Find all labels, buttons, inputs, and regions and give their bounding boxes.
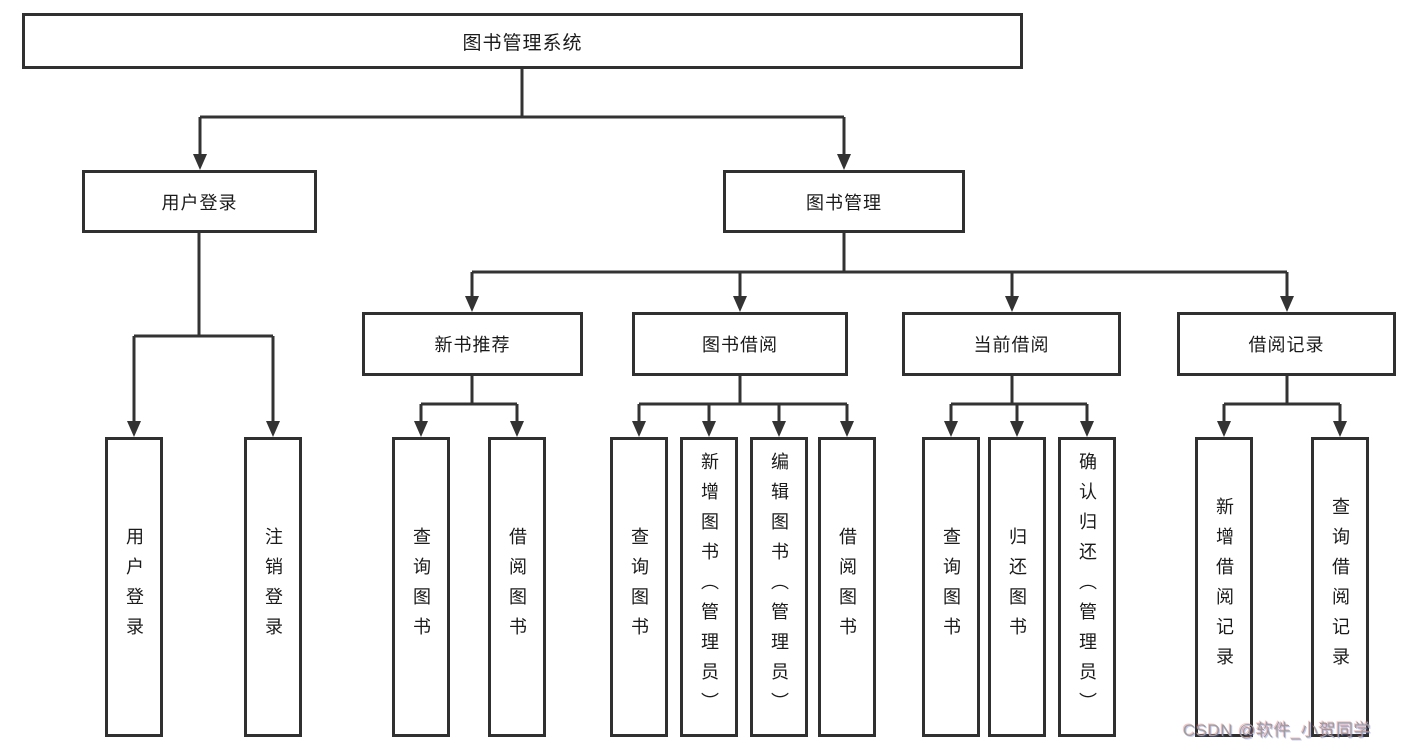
node-borrow-records: 借阅记录 (1177, 312, 1396, 376)
node-book-management: 图书管理 (723, 170, 965, 233)
arrowhead-icon (772, 421, 786, 437)
node-user-login: 用户登录 (82, 170, 317, 233)
node-label: 图书管理 (806, 192, 882, 213)
node-label: 图书管理系统 (462, 32, 583, 54)
leaf-query-borrow-record: 查询借阅记录 (1311, 437, 1369, 737)
node-label: 新增图书（管理员） (699, 452, 719, 722)
connector-user-login (132, 233, 275, 423)
arrowhead-icon (510, 421, 524, 437)
leaf-confirm-return-admin: 确认归还（管理员） (1058, 437, 1116, 737)
arrowhead-icon (1005, 296, 1019, 312)
connector-current-borrow (949, 376, 1089, 423)
node-label: 当前借阅 (973, 335, 1050, 355)
node-label: 查询图书 (941, 527, 961, 647)
arrowhead-icon (944, 421, 958, 437)
arrowhead-icon (702, 421, 716, 437)
node-label: 归还图书 (1007, 527, 1027, 647)
connector-book-management (470, 233, 1289, 298)
arrowhead-icon (465, 296, 479, 312)
arrowhead-icon (1280, 296, 1294, 312)
node-root-library-management-system: 图书管理系统 (22, 13, 1023, 69)
leaf-borrow-books-recommend: 借阅图书 (488, 437, 546, 737)
leaf-return-book: 归还图书 (988, 437, 1046, 737)
arrowhead-icon (733, 296, 747, 312)
arrowhead-icon (1333, 421, 1347, 437)
arrowhead-icon (837, 154, 851, 170)
leaf-add-book-admin: 新增图书（管理员） (680, 437, 738, 737)
arrowhead-icon (840, 421, 854, 437)
connector-book-borrow (637, 376, 849, 423)
arrowhead-icon (193, 154, 207, 170)
node-label: 注销登录 (263, 527, 283, 647)
node-label: 借阅图书 (837, 527, 857, 647)
arrowhead-icon (1217, 421, 1231, 437)
leaf-logout: 注销登录 (244, 437, 302, 737)
node-label: 用户登录 (161, 192, 238, 213)
csdn-watermark: CSDN @软件_小贺同学 (1183, 721, 1372, 740)
node-new-book-recommend: 新书推荐 (362, 312, 583, 376)
leaf-add-borrow-record: 新增借阅记录 (1195, 437, 1253, 737)
node-label: 编辑图书（管理员） (769, 452, 789, 722)
node-label: 查询图书 (629, 527, 649, 647)
node-label: 查询图书 (411, 527, 431, 647)
node-current-borrow: 当前借阅 (902, 312, 1121, 376)
node-label: 新书推荐 (434, 335, 511, 355)
arrowhead-icon (127, 421, 141, 437)
leaf-borrow-books: 借阅图书 (818, 437, 876, 737)
connector-root (198, 69, 846, 156)
node-label: 新增借阅记录 (1214, 497, 1234, 677)
leaf-edit-book-admin: 编辑图书（管理员） (750, 437, 808, 737)
node-label: 确认归还（管理员） (1077, 452, 1097, 722)
arrowhead-icon (414, 421, 428, 437)
arrowhead-icons (127, 154, 1347, 437)
arrowhead-icon (1080, 421, 1094, 437)
arrowhead-icon (1010, 421, 1024, 437)
leaf-query-books-current: 查询图书 (922, 437, 980, 737)
node-label: 查询借阅记录 (1330, 497, 1350, 677)
leaf-query-books-borrow: 查询图书 (610, 437, 668, 737)
arrowhead-icon (632, 421, 646, 437)
arrowhead-icon (266, 421, 280, 437)
node-book-borrow: 图书借阅 (632, 312, 848, 376)
node-label: 图书借阅 (702, 335, 778, 355)
node-label: 借阅记录 (1248, 335, 1325, 355)
node-label: 借阅图书 (507, 527, 527, 647)
connector-borrow-records (1222, 376, 1342, 423)
connector-new-book-recommend (419, 376, 519, 423)
leaf-user-login: 用户登录 (105, 437, 163, 737)
node-label: 用户登录 (124, 527, 144, 647)
leaf-query-books-recommend: 查询图书 (392, 437, 450, 737)
